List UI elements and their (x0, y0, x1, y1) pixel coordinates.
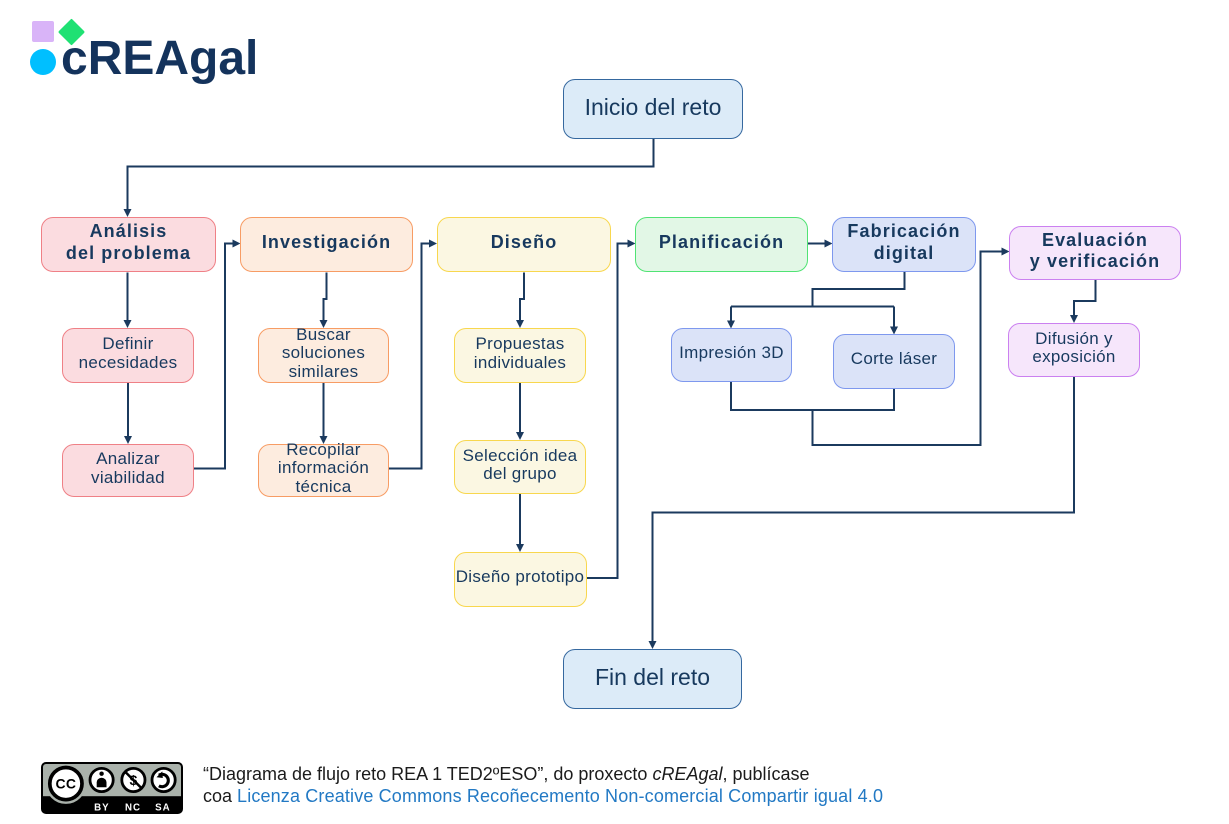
svg-text:CC: CC (55, 776, 76, 792)
svg-text:BY: BY (94, 802, 109, 813)
svg-text:NC: NC (125, 802, 141, 813)
svg-text:SA: SA (155, 802, 170, 813)
